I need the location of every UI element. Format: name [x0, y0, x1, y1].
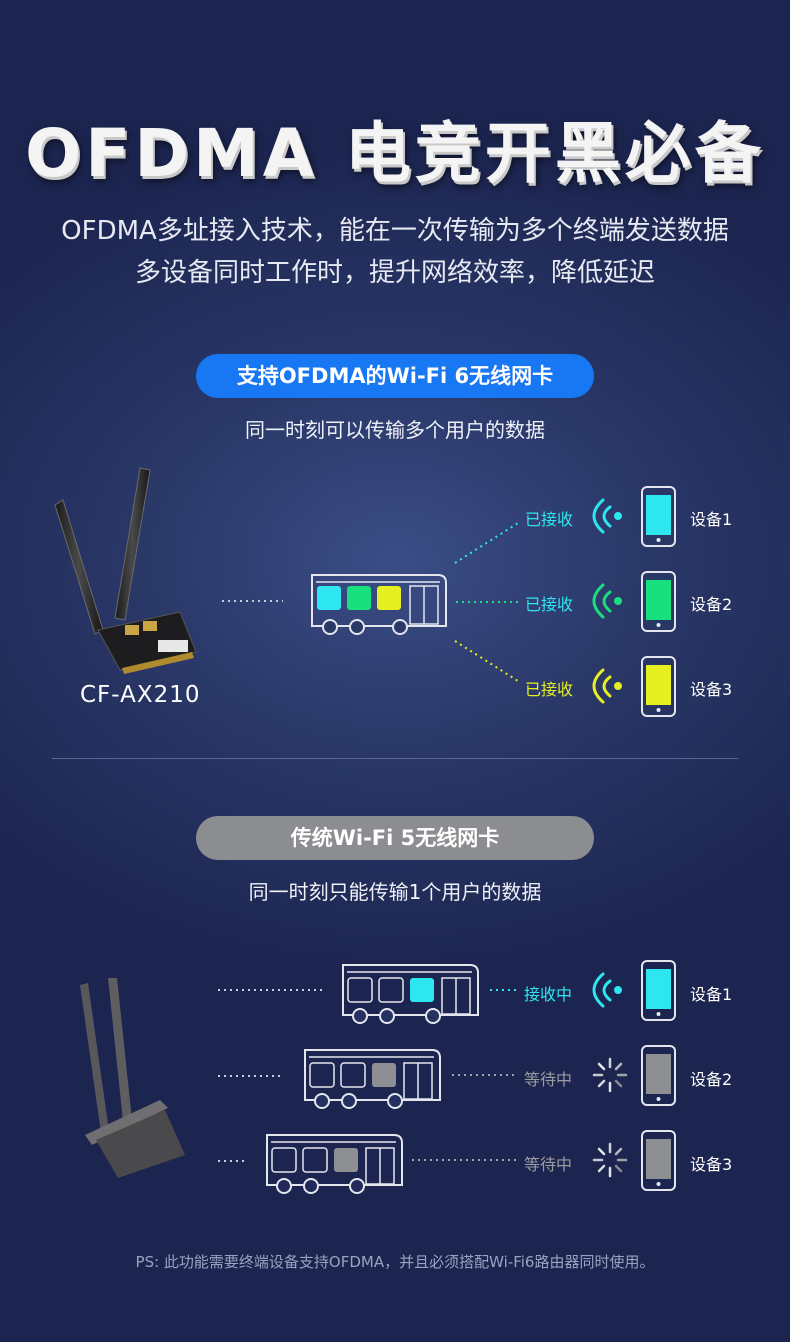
legacy-status-3: 等待中 — [524, 1155, 573, 1174]
legacy-device-3: 设备3 — [690, 1155, 733, 1174]
subtitle-line1: OFDMA多址接入技术，能在一次传输为多个终端发送数据 — [61, 216, 729, 246]
signal-icon — [592, 498, 622, 704]
legacy-bus-icon — [342, 964, 479, 1024]
ofdma-status-1: 已接收 — [525, 510, 574, 529]
legacy-status-2: 等待中 — [524, 1070, 573, 1089]
legacy-device-1: 设备1 — [690, 985, 733, 1004]
legacy-bus-icon — [304, 1049, 441, 1109]
ofdma-status-3: 已接收 — [525, 680, 574, 699]
ofdma-device-2: 设备2 — [690, 595, 733, 614]
ofdma-caption: 同一时刻可以传输多个用户的数据 — [245, 418, 545, 442]
ofdma-pill: 支持OFDMA的Wi-Fi 6无线网卡 — [196, 354, 594, 398]
legacy-status-1: 接收中 — [524, 985, 573, 1004]
wifi6-card-icon — [54, 467, 197, 674]
card-model-label: CF-AX210 — [80, 682, 201, 708]
loading-spinner-icon — [592, 1057, 628, 1178]
page-title: OFDMA 电竞开黑必备 — [25, 115, 765, 192]
footer-note: PS: 此功能需要终端设备支持OFDMA，并且必须搭配Wi-Fi6路由器同时使用… — [135, 1253, 655, 1271]
subtitle-line2: 多设备同时工作时，提升网络效率，降低延迟 — [134, 258, 655, 288]
ofdma-bus-icon — [311, 574, 447, 635]
legacy-bus-icon — [266, 1134, 403, 1194]
ofdma-device-3: 设备3 — [690, 680, 733, 699]
wifi5-card-icon — [80, 978, 185, 1178]
ofdma-status-2: 已接收 — [525, 595, 574, 614]
phone-icon — [641, 960, 676, 1191]
phone-icon — [641, 486, 676, 717]
legacy-pill: 传统Wi-Fi 5无线网卡 — [196, 816, 594, 860]
section-divider — [52, 758, 738, 759]
legacy-caption: 同一时刻只能传输1个用户的数据 — [248, 880, 542, 904]
signal-icon — [592, 972, 622, 1008]
ofdma-device-1: 设备1 — [690, 510, 733, 529]
legacy-device-2: 设备2 — [690, 1070, 733, 1089]
